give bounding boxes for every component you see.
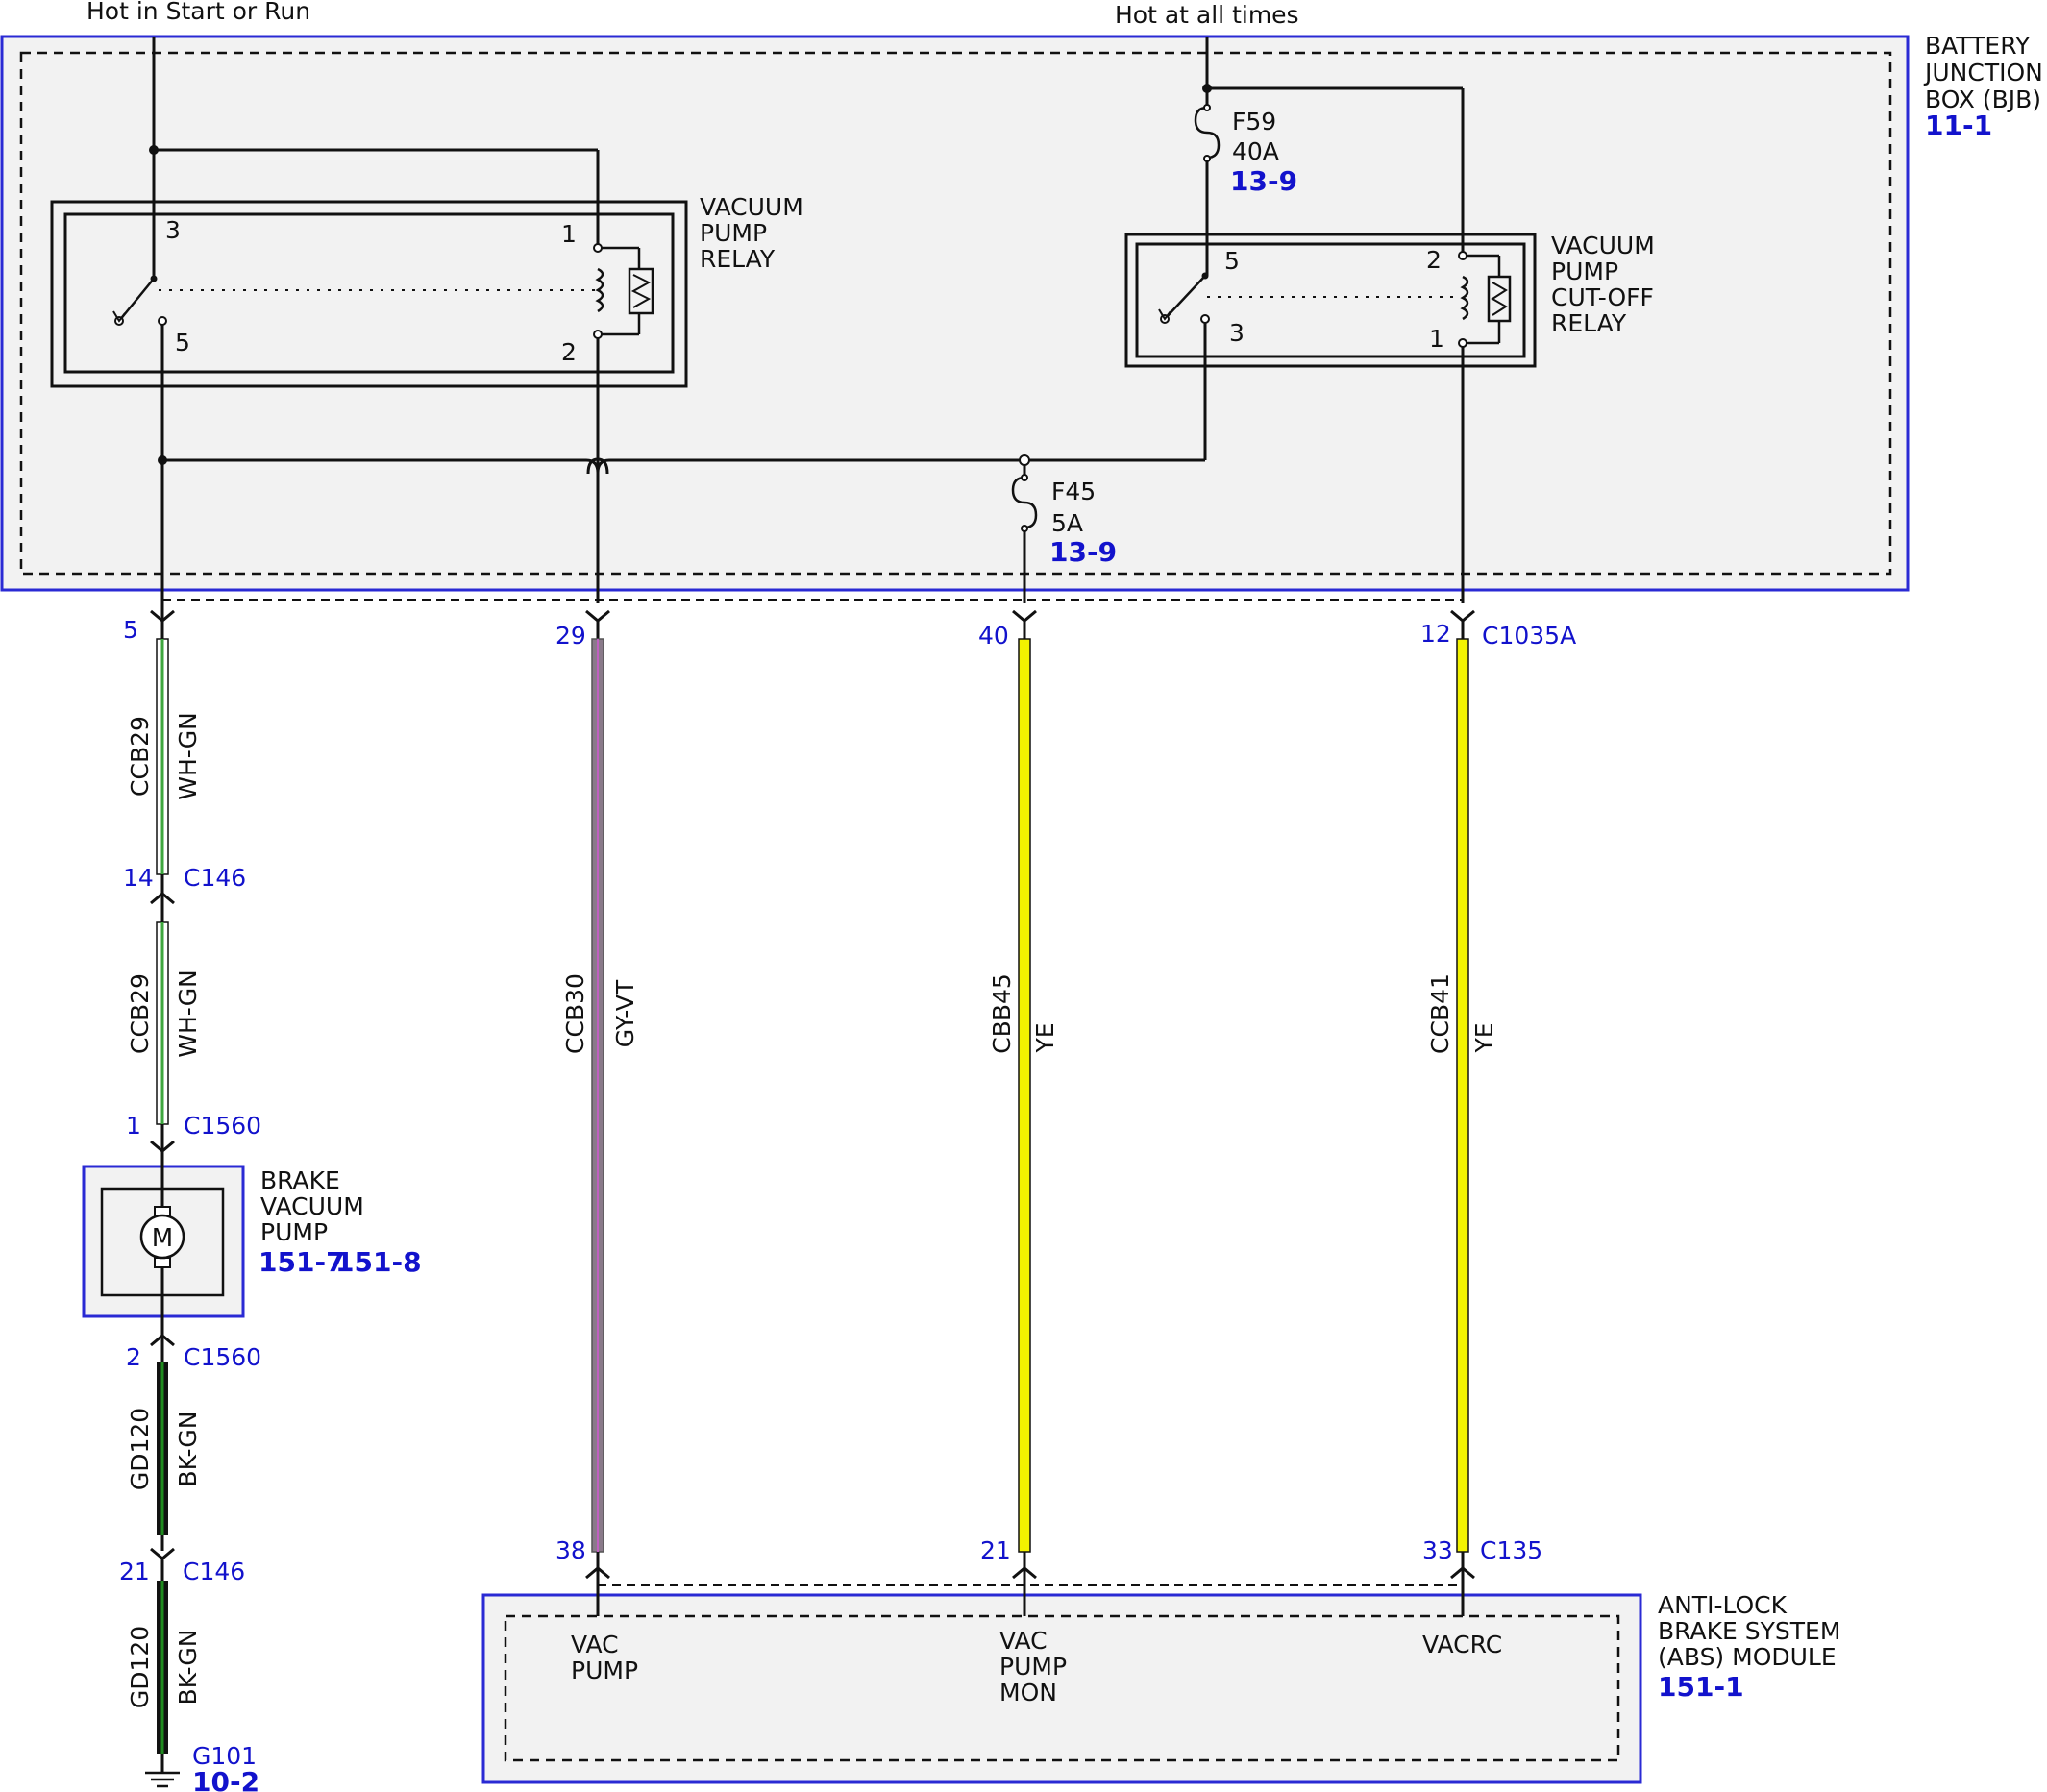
abs-ref-link[interactable]: 151-1 [1658, 1671, 1744, 1703]
hot-all-times-label: Hot at all times [1115, 1, 1299, 29]
pump-ref2-link[interactable]: 151-8 [335, 1246, 422, 1278]
cor-pin-1: 1 [1429, 325, 1444, 353]
cor-pin-2: 2 [1426, 246, 1442, 274]
bjb-name-line2: JUNCTION [1923, 59, 2043, 86]
ground-icon [145, 1771, 180, 1788]
fuse-icon [1194, 104, 1221, 162]
pin-w4-top: 12 [1420, 620, 1451, 648]
wire-ccb30-circuit: CCB30 [561, 973, 589, 1054]
wire-ccb29-upper-circuit: CCB29 [126, 716, 154, 797]
connector-arrow-icon [150, 1140, 175, 1153]
abs-name-line3: (ABS) MODULE [1658, 1643, 1837, 1671]
wire-cbb45-color: YE [1031, 1022, 1059, 1053]
vacuum-pump-relay-line2: PUMP [700, 219, 767, 247]
pin-w4-bottom: 33 [1422, 1536, 1453, 1564]
bjb-internal-wiring [149, 37, 1465, 603]
bjb-ref-link[interactable]: 11-1 [1925, 110, 1992, 141]
abs-name-line1: ANTI-LOCK [1658, 1591, 1788, 1619]
wire-cbb45[interactable] [1018, 621, 1031, 1578]
pump-ref1-link[interactable]: 151-7 [259, 1246, 345, 1278]
vpr-pin-3: 3 [165, 216, 181, 244]
motor-symbol: M [152, 1224, 173, 1253]
connector-arrow-icon [585, 1566, 1475, 1580]
wire-ccb30[interactable] [591, 621, 604, 1578]
connector-c146-lower[interactable]: C146 [183, 1558, 245, 1585]
wire-gd120-lower[interactable] [157, 1559, 168, 1773]
wire-ccb29-lower[interactable] [156, 921, 169, 1153]
fuse-f59-rating: 40A [1232, 137, 1279, 165]
abs-name-line2: BRAKE SYSTEM [1658, 1617, 1840, 1645]
motor-icon: M [139, 1206, 185, 1268]
pin-w1-c1560: 1 [126, 1112, 141, 1140]
vacuum-pump-cutoff-relay[interactable] [1124, 233, 1537, 368]
connector-c146-upper[interactable]: C146 [184, 864, 246, 892]
brake-vacuum-pump[interactable] [82, 1153, 245, 1331]
pin-w2-top: 29 [555, 622, 586, 650]
abs-pin-vac-pump-mon-line1: VAC [999, 1627, 1048, 1655]
ground-g101-ref-link[interactable]: 10-2 [192, 1766, 259, 1792]
wire-gd120-lower-color: BK-GN [174, 1630, 202, 1706]
pin-w3-top: 40 [978, 622, 1009, 650]
pin-w1-c146: 14 [123, 864, 154, 892]
cor-pin-5: 5 [1224, 247, 1240, 275]
vacuum-pump-relay-line3: RELAY [700, 245, 776, 273]
fuse-f45-ref-link[interactable]: 13-9 [1049, 536, 1117, 568]
battery-junction-box[interactable] [0, 35, 1910, 592]
ground-g101[interactable]: G101 [192, 1742, 257, 1770]
wire-cbb45-circuit: CBB45 [988, 973, 1016, 1054]
vacuum-pump-relay[interactable] [50, 200, 688, 388]
abs-pin-vac-pump-mon-line2: PUMP [999, 1653, 1067, 1681]
pump-line1: BRAKE [260, 1166, 340, 1194]
bjb-name-line3: BOX (BJB) [1925, 86, 2041, 113]
pin-ground-c1560: 2 [126, 1343, 141, 1371]
pin-w1-top: 5 [123, 616, 138, 644]
pump-line3: PUMP [260, 1218, 328, 1246]
abs-pin-vac-pump-mon-line3: MON [999, 1679, 1057, 1706]
pin-w2-bottom: 38 [555, 1536, 586, 1564]
vpr-pin-2: 2 [561, 338, 577, 366]
cor-pin-3: 3 [1229, 319, 1245, 347]
abs-pin-vac-pump-line2: PUMP [571, 1657, 638, 1684]
bjb-name-line1: BATTERY [1925, 32, 2031, 60]
cutoff-relay-line4: RELAY [1551, 309, 1627, 337]
wire-ccb41[interactable] [1456, 621, 1469, 1578]
wire-ccb29-upper-color: WH-GN [174, 712, 202, 800]
abs-pin-vacrc: VACRC [1422, 1631, 1502, 1658]
wire-ccb29-upper[interactable] [156, 603, 169, 875]
connector-c1560-upper[interactable]: C1560 [184, 1112, 261, 1140]
pin-w3-bottom: 21 [980, 1536, 1011, 1564]
vpr-pin-5: 5 [175, 329, 190, 356]
wire-ccb29-lower-circuit: CCB29 [126, 973, 154, 1054]
abs-module[interactable] [481, 1578, 1642, 1784]
relay-switch-icon [1158, 272, 1456, 324]
wire-ccb29-lower-color: WH-GN [174, 970, 202, 1058]
relay-switch-icon [112, 275, 596, 326]
pump-line2: VACUUM [260, 1192, 364, 1220]
wire-gd120-upper-color: BK-GN [174, 1412, 202, 1487]
wire-ccb41-color: YE [1470, 1022, 1498, 1053]
connector-c1035a[interactable]: C1035A [1482, 622, 1576, 650]
fuse-icon [1011, 474, 1038, 532]
wire-gd120-lower-circuit: GD120 [126, 1626, 154, 1708]
cutoff-relay-line3: CUT-OFF [1551, 283, 1654, 311]
connector-c135[interactable]: C135 [1480, 1536, 1542, 1564]
pin-ground-c146: 21 [119, 1558, 150, 1585]
fuse-f45-rating: 5A [1051, 509, 1083, 537]
fuse-f45-name: F45 [1051, 478, 1096, 505]
fuse-f59-ref-link[interactable]: 13-9 [1230, 165, 1297, 197]
connector-arrow-icon [150, 609, 1475, 623]
vacuum-pump-relay-line1: VACUUM [700, 193, 803, 221]
wire-gd120-upper-circuit: GD120 [126, 1408, 154, 1490]
wire-ccb41-circuit: CCB41 [1426, 973, 1454, 1054]
wire-gd120-upper[interactable] [157, 1331, 168, 1551]
wire-ccb30-color: GY-VT [611, 979, 639, 1047]
hot-start-run-label: Hot in Start or Run [86, 0, 310, 25]
abs-pin-vac-pump-line1: VAC [571, 1631, 619, 1658]
fuse-f59-name: F59 [1232, 108, 1276, 135]
cutoff-relay-line1: VACUUM [1551, 232, 1655, 259]
cutoff-relay-line2: PUMP [1551, 258, 1618, 285]
vpr-pin-1: 1 [561, 220, 577, 248]
connector-c1560-lower[interactable]: C1560 [184, 1343, 261, 1371]
